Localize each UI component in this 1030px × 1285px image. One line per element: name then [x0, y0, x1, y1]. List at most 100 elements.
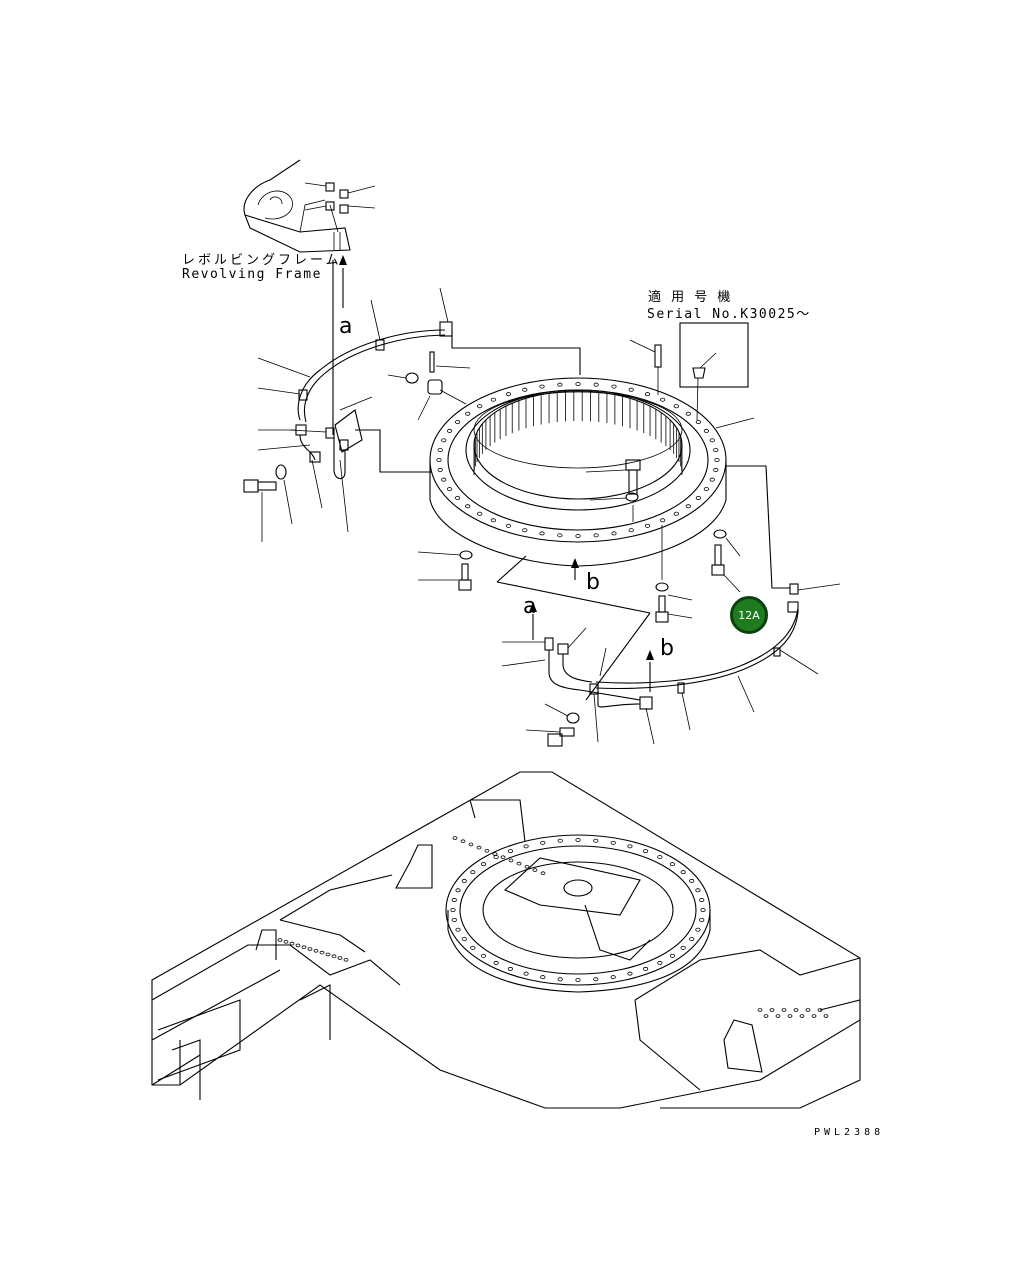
- strip-hole: [319, 950, 325, 955]
- lower-bolt-washer: [525, 703, 580, 747]
- bolt-hole: [465, 411, 471, 416]
- bolt-hole: [685, 411, 691, 416]
- bolt-hole: [660, 397, 666, 402]
- bolt-hole: [709, 477, 715, 482]
- bolt-hole: [539, 531, 545, 536]
- bolt-hole: [628, 528, 634, 533]
- arrow-b-ring: [571, 558, 579, 580]
- upper-hose-group: [257, 287, 581, 480]
- strip-hole: [331, 954, 337, 958]
- strip-hole: [295, 943, 301, 948]
- strip-hole: [325, 952, 331, 957]
- bolt-hole: [642, 966, 649, 971]
- bolt-hole: [593, 382, 599, 387]
- strip-hole: [781, 1008, 787, 1012]
- strip-hole: [524, 864, 530, 869]
- strip-hole: [283, 939, 289, 944]
- arrow-a-top-label: a: [339, 314, 353, 339]
- bolt-hole: [709, 438, 715, 443]
- strip-hole: [799, 1014, 805, 1018]
- revolving-frame-jp-label: レボルビングフレーム: [182, 253, 342, 268]
- strip-hole: [516, 861, 522, 866]
- bolt-hole: [610, 975, 616, 980]
- bolt-hole: [451, 898, 457, 903]
- bolt-hole: [642, 849, 649, 854]
- bolt-hole: [703, 487, 710, 492]
- ring-outer-bolts: [417, 525, 741, 623]
- bolt-hole: [699, 898, 705, 903]
- pin-and-bushing: [387, 351, 471, 421]
- bolt-hole: [680, 870, 686, 875]
- bolt-hole: [465, 504, 471, 509]
- bolt-hole: [689, 878, 695, 883]
- right-pipe: [595, 465, 841, 713]
- strip-hole: [763, 1014, 769, 1018]
- strip-hole: [468, 842, 474, 847]
- bolt-hole: [455, 888, 461, 893]
- bolt-hole: [713, 448, 719, 453]
- strip-hole: [307, 947, 313, 951]
- bolt-hole: [522, 387, 528, 392]
- strip-hole: [460, 839, 466, 843]
- bolt-hole: [455, 419, 461, 424]
- base-ring-bolt-holes: [450, 838, 706, 983]
- strip-hole: [476, 845, 482, 850]
- bolt-hole: [493, 960, 499, 965]
- bolt-hole: [477, 404, 483, 409]
- bolt-hole: [450, 908, 456, 913]
- bolt-hole: [627, 971, 633, 976]
- bolt-hole: [470, 870, 476, 875]
- arrow-b-mid-label: b: [660, 636, 674, 661]
- strip-hole: [277, 938, 283, 942]
- bolt-hole: [680, 945, 686, 950]
- frame-fittings: [304, 182, 376, 214]
- bolt-hole: [657, 960, 663, 965]
- bolt-hole: [557, 838, 563, 843]
- bolt-hole: [507, 849, 514, 854]
- track-frame: [151, 771, 861, 1109]
- serial-detail: [629, 322, 755, 429]
- bolt-hole: [714, 457, 720, 462]
- bolt-hole: [673, 404, 679, 409]
- revolving-frame-en-label: Revolving Frame: [182, 267, 322, 282]
- bolt-hole: [611, 531, 617, 536]
- bolt-hole: [461, 878, 467, 883]
- bolt-hole: [593, 838, 599, 843]
- bolt-hole: [490, 397, 496, 402]
- bolt-hole: [685, 504, 691, 509]
- bolt-hole: [507, 966, 514, 971]
- applicable-serial-jp-label: 適 用 号 機: [648, 290, 734, 305]
- strip-hole: [452, 836, 458, 840]
- bolt-hole: [493, 855, 499, 860]
- strip-hole: [823, 1014, 829, 1018]
- strip-hole: [301, 945, 307, 949]
- strip-hole: [343, 957, 349, 962]
- bolt-hole: [490, 518, 496, 523]
- bolt-hole: [441, 477, 447, 482]
- bolt-hole: [703, 428, 710, 433]
- bolt-hole: [477, 511, 483, 516]
- strip-hole: [811, 1014, 817, 1018]
- ring-inner-bolt: [585, 459, 641, 522]
- bolt-hole: [695, 419, 701, 424]
- serial-number-label: Serial No.K30025～: [647, 307, 811, 322]
- bolt-hole: [644, 392, 651, 397]
- bolt-hole: [713, 467, 719, 472]
- frame-strip-holes: [277, 836, 829, 1018]
- bolt-hole: [695, 927, 701, 932]
- part-callout-12a[interactable]: 12A: [730, 596, 768, 634]
- bolt-hole: [669, 953, 676, 958]
- bolt-hole: [436, 457, 442, 462]
- strip-hole: [793, 1008, 799, 1012]
- bolt-hole: [505, 523, 512, 528]
- bolt-hole: [557, 533, 563, 538]
- bolt-hole: [575, 978, 581, 983]
- bolt-hole: [689, 937, 695, 942]
- swing-circle-ring: [429, 377, 727, 567]
- strip-hole: [757, 1008, 763, 1012]
- bolt-hole: [695, 888, 701, 893]
- strip-hole: [289, 941, 295, 946]
- arrow-a-mid-label: a: [523, 594, 537, 619]
- bolt-hole: [673, 511, 679, 516]
